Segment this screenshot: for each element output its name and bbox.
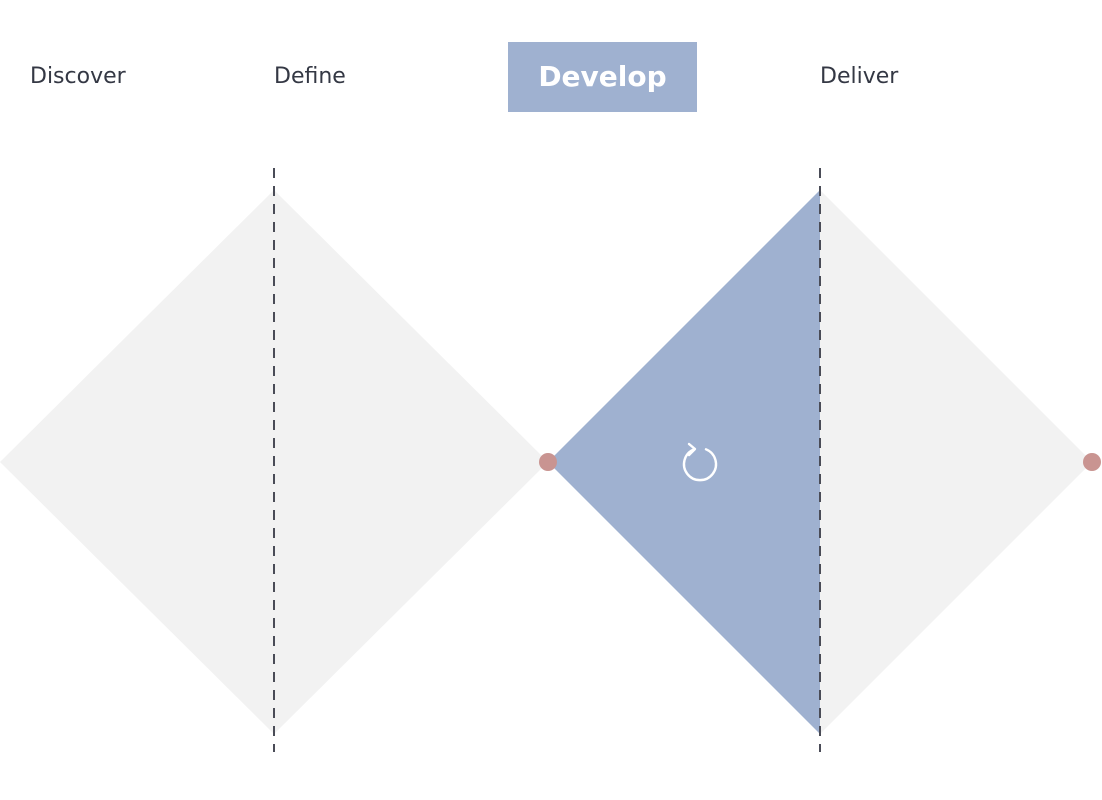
phase-label-develop-active[interactable]: Develop xyxy=(508,42,697,112)
phase-label-discover[interactable]: Discover xyxy=(30,64,126,89)
refresh-icon[interactable] xyxy=(682,442,718,482)
node-dot-middle xyxy=(539,453,557,471)
node-dot-end xyxy=(1083,453,1101,471)
phase-label-deliver[interactable]: Deliver xyxy=(820,64,899,89)
phase-label-define[interactable]: Define xyxy=(274,64,346,89)
diamond-deliver-half xyxy=(820,190,1092,734)
